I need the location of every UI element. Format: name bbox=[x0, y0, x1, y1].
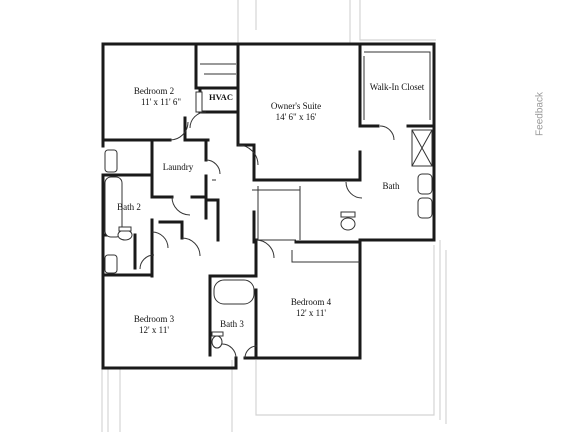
bath2-tub bbox=[104, 176, 123, 238]
bedroom4-size: 12' x 11' bbox=[296, 308, 326, 318]
bedroom4-name: Bedroom 4 bbox=[290, 297, 332, 307]
exterior-outline bbox=[101, 0, 447, 432]
bath-label: Bath bbox=[382, 181, 400, 191]
feedback-label: Feedback bbox=[534, 92, 546, 136]
laundry-label: Laundry bbox=[162, 162, 194, 172]
feedback-tab[interactable]: Feedback bbox=[532, 88, 548, 140]
bedroom2-label: Bedroom 2 11' x 11' 6" bbox=[118, 86, 190, 108]
bedroom2-size: 11' x 11' 6" bbox=[141, 97, 181, 107]
bath2-label: Bath 2 bbox=[117, 202, 141, 212]
bedroom3-name: Bedroom 3 bbox=[133, 314, 175, 324]
bedroom3-label: Bedroom 3 12' x 11' bbox=[118, 314, 190, 336]
fixtures bbox=[104, 91, 433, 349]
bath3-tub bbox=[213, 279, 255, 305]
outer-walls bbox=[101, 42, 436, 370]
owners-suite-name: Owner's Suite bbox=[270, 101, 322, 111]
interior-walls bbox=[101, 42, 436, 360]
bedroom4-label: Bedroom 4 12' x 11' bbox=[276, 297, 346, 319]
owner-toilet bbox=[340, 217, 356, 231]
bath3-toilet bbox=[211, 335, 223, 349]
owners-suite-label: Owner's Suite 14' 6" x 16' bbox=[263, 101, 329, 123]
bedroom3-size: 12' x 11' bbox=[139, 325, 169, 335]
bedroom2-name: Bedroom 2 bbox=[133, 86, 175, 96]
door-swings bbox=[139, 111, 395, 359]
walk-in-closet-label: Walk-In Closet bbox=[369, 82, 425, 92]
hvac-label: HVAC bbox=[209, 92, 233, 102]
bath3-label: Bath 3 bbox=[220, 319, 244, 329]
owners-suite-size: 14' 6" x 16' bbox=[275, 112, 317, 122]
